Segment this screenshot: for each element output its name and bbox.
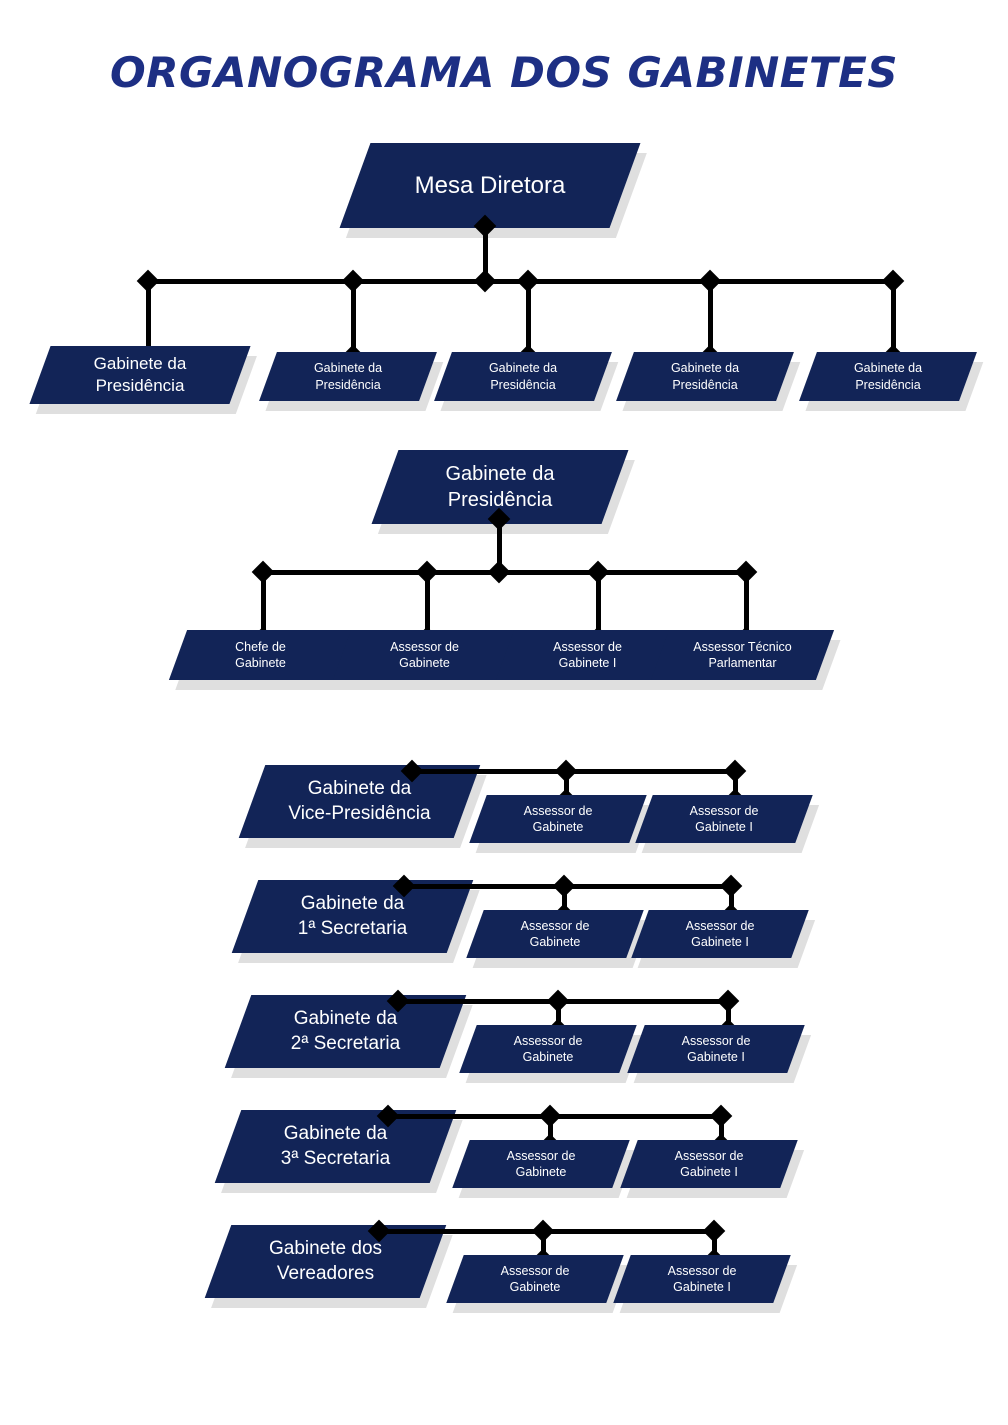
node-label: Assessor Técnico Parlamentar — [693, 639, 792, 670]
connector-drop — [712, 1231, 717, 1261]
connector-diamond — [881, 269, 905, 293]
node-label: Gabinete da Vice-Presidência — [288, 777, 431, 824]
node-label: Mesa Diretora — [414, 171, 566, 199]
node-gabinete-presidencia-1[interactable]: Gabinete da Presidência — [29, 346, 257, 414]
node-gabinete-3a-secretaria[interactable]: Gabinete da 3ª Secretaria — [214, 1110, 463, 1193]
node-assessor-de-gabinete-i[interactable]: Assessor de Gabinete I — [495, 630, 686, 690]
connector-diamond — [341, 269, 365, 293]
node-label: Gabinete da 1ª Secretaria — [297, 892, 408, 939]
node-block-4-assessor-de-gabinete-i[interactable]: Assessor de Gabinete I — [620, 1140, 805, 1198]
node-label: Assessor de Gabinete I — [689, 803, 759, 834]
node-block-3-assessor-de-gabinete-i[interactable]: Assessor de Gabinete I — [627, 1025, 812, 1083]
connector-drop — [562, 886, 567, 916]
connector-diamond — [702, 1219, 726, 1243]
node-block-5-assessor-de-gabinete[interactable]: Assessor de Gabinete — [446, 1255, 631, 1313]
node-block-2-assessor-de-gabinete-i[interactable]: Assessor de Gabinete I — [631, 910, 816, 968]
connector-drop — [596, 572, 601, 638]
node-assessor-tecnico-parlamentar[interactable]: Assessor Técnico Parlamentar — [650, 630, 841, 690]
node-label: Assessor de Gabinete — [513, 1033, 583, 1064]
node-label: Chefe de Gabinete — [235, 639, 286, 670]
connector-diamond — [709, 1104, 733, 1128]
node-gabinete-presidencia-4[interactable]: Gabinete da Presidência — [616, 352, 801, 411]
connector-diamond — [734, 560, 758, 584]
node-label: Gabinete da 2ª Secretaria — [290, 1007, 401, 1054]
node-gabinete-presidencia-2[interactable]: Gabinete da Presidência — [259, 352, 444, 411]
connector-drop — [425, 572, 430, 638]
node-label: Gabinete da Presidência — [488, 361, 558, 392]
connector-diamond — [698, 269, 722, 293]
connector-diamond — [554, 759, 578, 783]
node-gabinete-2a-secretaria[interactable]: Gabinete da 2ª Secretaria — [224, 995, 473, 1078]
connector-diamond — [136, 269, 160, 293]
node-label: Assessor de Gabinete — [506, 1148, 576, 1179]
connector-drop — [146, 281, 151, 355]
connector-drop — [729, 886, 734, 916]
node-label: Assessor de Gabinete I — [674, 1148, 744, 1179]
node-label: Gabinete da Presidência — [670, 361, 740, 392]
node-gabinete-presidencia-5[interactable]: Gabinete da Presidência — [799, 352, 984, 411]
node-block-1-assessor-de-gabinete[interactable]: Assessor de Gabinete — [469, 795, 654, 853]
node-gabinete-presidencia-3[interactable]: Gabinete da Presidência — [434, 352, 619, 411]
node-gabinete-1a-secretaria[interactable]: Gabinete da 1ª Secretaria — [231, 880, 480, 963]
node-chefe-de-gabinete[interactable]: Chefe de Gabinete — [168, 630, 359, 690]
node-label: Gabinete da Presidência — [313, 361, 383, 392]
node-block-2-assessor-de-gabinete[interactable]: Assessor de Gabinete — [466, 910, 651, 968]
node-assessor-de-gabinete[interactable]: Assessor de Gabinete — [332, 630, 523, 690]
node-label: Gabinete da 3ª Secretaria — [280, 1122, 391, 1169]
connector-drop — [891, 281, 896, 355]
node-label: Assessor de Gabinete I — [681, 1033, 751, 1064]
node-label: Assessor de Gabinete — [390, 639, 459, 670]
connector-drop — [719, 1116, 724, 1146]
node-gabinete-vice-presidencia[interactable]: Gabinete da Vice-Presidência — [238, 765, 487, 848]
connector-diamond — [546, 989, 570, 1013]
connector-diamond — [716, 989, 740, 1013]
node-gabinete-dos-vereadores[interactable]: Gabinete dos Vereadores — [204, 1225, 453, 1308]
node-label: Gabinete dos Vereadores — [268, 1237, 383, 1284]
connector-drop — [708, 281, 713, 355]
node-mesa-diretora[interactable]: Mesa Diretora — [339, 143, 647, 238]
node-label: Gabinete da Presidência — [853, 361, 923, 392]
node-block-3-assessor-de-gabinete[interactable]: Assessor de Gabinete — [459, 1025, 644, 1083]
connector-diamond — [531, 1219, 555, 1243]
connector-stem-presidencia — [497, 519, 502, 574]
node-label: Assessor de Gabinete I — [553, 639, 622, 670]
connector-stem-mesa — [483, 226, 488, 282]
node-label: Assessor de Gabinete — [523, 803, 593, 834]
connector-drop — [726, 1001, 731, 1031]
node-label: Assessor de Gabinete I — [667, 1263, 737, 1294]
connector-bus-row2 — [263, 570, 746, 575]
connector-drop — [564, 771, 569, 801]
connector-drop — [526, 281, 531, 355]
node-block-5-assessor-de-gabinete-i[interactable]: Assessor de Gabinete I — [613, 1255, 798, 1313]
connector-diamond — [538, 1104, 562, 1128]
connector-drop — [548, 1116, 553, 1146]
connector-diamond — [719, 874, 743, 898]
connector-drop — [733, 771, 738, 801]
page-title: ORGANOGRAMA DOS GABINETES — [109, 48, 899, 97]
connector-diamond — [415, 560, 439, 584]
connector-diamond — [552, 874, 576, 898]
connector-drop — [541, 1231, 546, 1261]
node-label: Assessor de Gabinete I — [685, 918, 755, 949]
connector-drop — [744, 572, 749, 638]
node-label: Assessor de Gabinete — [500, 1263, 570, 1294]
node-gabinete-presidencia-root[interactable]: Gabinete da Presidência — [371, 450, 635, 534]
connector-drop — [351, 281, 356, 355]
connector-drop — [556, 1001, 561, 1031]
node-label: Assessor de Gabinete — [520, 918, 590, 949]
node-label: Gabinete da Presidência — [93, 353, 187, 395]
connector-diamond — [251, 560, 275, 584]
node-block-4-assessor-de-gabinete[interactable]: Assessor de Gabinete — [452, 1140, 637, 1198]
node-block-1-assessor-de-gabinete-i[interactable]: Assessor de Gabinete I — [635, 795, 820, 853]
connector-drop — [261, 572, 266, 638]
connector-diamond — [586, 560, 610, 584]
connector-diamond — [723, 759, 747, 783]
node-label: Gabinete da Presidência — [445, 463, 555, 511]
connector-diamond — [516, 269, 540, 293]
